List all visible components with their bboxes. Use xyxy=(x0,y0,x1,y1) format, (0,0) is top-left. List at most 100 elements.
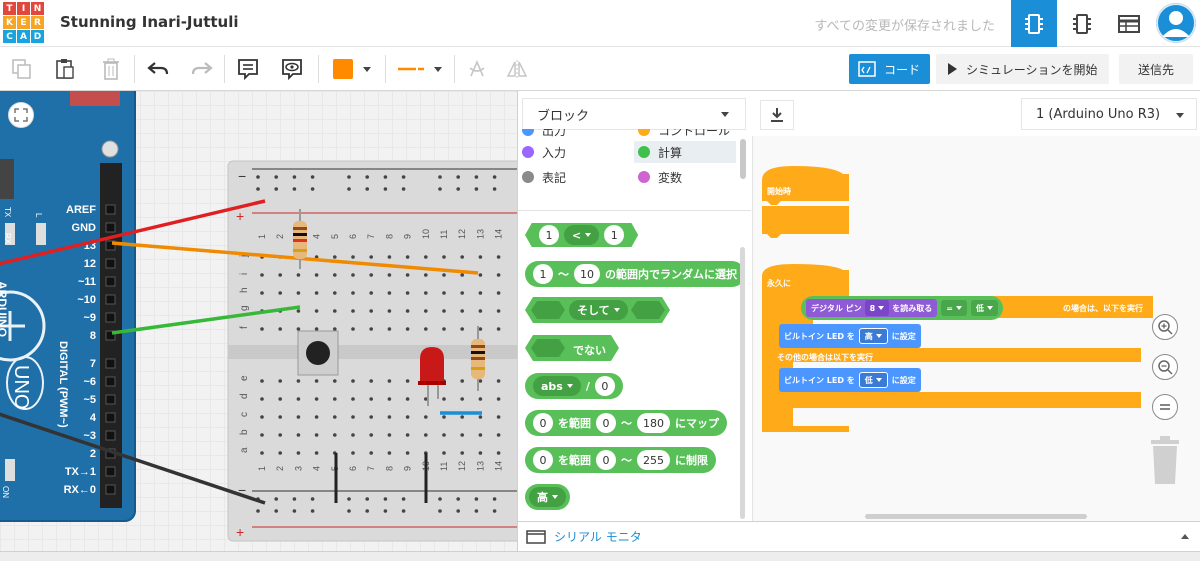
breadboard-holes[interactable] xyxy=(256,175,501,513)
breadboard-hole[interactable] xyxy=(478,415,483,419)
led-component[interactable] xyxy=(418,347,446,406)
breadboard-hole[interactable] xyxy=(260,379,264,383)
breadboard-hole[interactable] xyxy=(314,309,319,313)
breadboard-hole[interactable] xyxy=(478,309,483,313)
pushbutton-component[interactable] xyxy=(297,330,339,376)
download-code-button[interactable] xyxy=(760,100,794,130)
flip-button[interactable] xyxy=(503,53,531,85)
category-control[interactable]: コントロール xyxy=(634,129,730,141)
chevron-up-icon[interactable] xyxy=(1181,534,1189,539)
power-rail-hole[interactable] xyxy=(456,497,461,501)
user-avatar[interactable] xyxy=(1156,3,1196,43)
breadboard-hole[interactable] xyxy=(351,451,355,455)
breadboard-hole[interactable] xyxy=(296,327,301,331)
low-value-dropdown[interactable]: 低 xyxy=(970,300,998,316)
power-rail-hole[interactable] xyxy=(492,497,497,501)
not-block[interactable]: でない xyxy=(525,335,619,361)
power-rail-hole[interactable] xyxy=(274,497,279,501)
breadboard-hole[interactable] xyxy=(387,327,392,331)
resistor-component[interactable] xyxy=(293,209,307,269)
breadboard-hole[interactable] xyxy=(405,327,410,331)
breadboard-hole[interactable] xyxy=(333,273,337,277)
copy-button[interactable] xyxy=(7,53,37,85)
arduino-pin[interactable] xyxy=(105,258,116,269)
breadboard-hole[interactable] xyxy=(278,327,283,331)
category-input[interactable]: 入力 xyxy=(518,141,628,163)
random-block[interactable]: 1 〜 10 の範囲内でランダムに選択 xyxy=(525,261,745,287)
breadboard-hole[interactable] xyxy=(260,327,264,331)
breadboard-hole[interactable] xyxy=(369,273,374,277)
breadboard-hole[interactable] xyxy=(314,327,319,331)
breadboard-hole[interactable] xyxy=(369,379,374,383)
map-block[interactable]: 0 を範囲 0 〜 180 にマップ xyxy=(525,410,727,436)
breadboard-hole[interactable] xyxy=(369,309,374,313)
power-rail-hole[interactable] xyxy=(274,509,279,513)
breadboard-hole[interactable] xyxy=(460,273,465,277)
power-rail-hole[interactable] xyxy=(347,509,351,513)
breadboard-hole[interactable] xyxy=(478,291,483,295)
compare-operator-dropdown[interactable]: < xyxy=(564,225,600,245)
breadboard-hole[interactable] xyxy=(260,415,264,419)
builtin-led-high-block[interactable]: ビルトイン LED を 高 に設定 xyxy=(779,324,921,348)
arduino-pin[interactable] xyxy=(105,376,116,387)
power-rail-hole[interactable] xyxy=(292,187,297,191)
category-variables[interactable]: 変数 xyxy=(634,166,682,188)
breadboard-hole[interactable] xyxy=(405,291,410,295)
breadboard-hole[interactable] xyxy=(424,433,428,437)
breadboard-hole[interactable] xyxy=(296,397,301,401)
breadboard-hole[interactable] xyxy=(442,433,446,437)
breadboard-hole[interactable] xyxy=(405,397,410,401)
power-rail-hole[interactable] xyxy=(401,187,406,191)
power-rail-hole[interactable] xyxy=(310,509,315,513)
red-wire[interactable] xyxy=(0,199,266,266)
power-rail-hole[interactable] xyxy=(274,187,279,191)
breadboard-hole[interactable] xyxy=(296,291,301,295)
arduino-pin[interactable] xyxy=(105,276,116,287)
wire-type-picker[interactable] xyxy=(391,53,449,85)
breadboard-hole[interactable] xyxy=(314,415,319,419)
breadboard-hole[interactable] xyxy=(442,451,446,455)
breadboard-hole[interactable] xyxy=(333,291,337,295)
arduino-pin[interactable] xyxy=(105,222,116,233)
breadboard-hole[interactable] xyxy=(333,415,337,419)
breadboard-hole[interactable] xyxy=(260,397,264,401)
breadboard-hole[interactable] xyxy=(278,273,283,277)
category-notation[interactable]: 表記 xyxy=(518,166,566,188)
breadboard-hole[interactable] xyxy=(260,451,264,455)
and-block[interactable]: そして xyxy=(525,297,670,323)
component-list-button[interactable] xyxy=(1106,0,1152,47)
color-picker[interactable] xyxy=(326,53,378,85)
breadboard-hole[interactable] xyxy=(351,309,355,313)
breadboard-hole[interactable] xyxy=(424,327,428,331)
and-operator-dropdown[interactable]: そして xyxy=(569,300,628,320)
power-rail-hole[interactable] xyxy=(401,175,406,179)
breadboard-hole[interactable] xyxy=(387,415,392,419)
breadboard-hole[interactable] xyxy=(333,327,337,331)
power-rail-hole[interactable] xyxy=(401,509,406,513)
breadboard-hole[interactable] xyxy=(478,451,483,455)
breadboard-hole[interactable] xyxy=(460,397,465,401)
breadboard-hole[interactable] xyxy=(424,397,428,401)
breadboard-hole[interactable] xyxy=(278,397,283,401)
power-rail-hole[interactable] xyxy=(474,497,479,501)
breadboard-hole[interactable] xyxy=(460,327,465,331)
math-function-block[interactable]: abs / 0 xyxy=(525,373,623,399)
breadboard-hole[interactable] xyxy=(405,255,410,259)
delete-button[interactable] xyxy=(96,53,126,85)
code-mode-dropdown[interactable]: ブロック xyxy=(522,98,746,130)
breadboard-hole[interactable] xyxy=(405,451,410,455)
breadboard-hole[interactable] xyxy=(351,397,355,401)
breadboard-hole[interactable] xyxy=(333,397,337,401)
power-rail-hole[interactable] xyxy=(438,509,442,513)
redo-button[interactable] xyxy=(187,53,217,85)
breadboard-hole[interactable] xyxy=(278,415,283,419)
trash-can-icon[interactable] xyxy=(1148,436,1182,486)
breadboard-hole[interactable] xyxy=(314,291,319,295)
power-rail-hole[interactable] xyxy=(383,187,388,191)
arduino-pin[interactable] xyxy=(105,358,116,369)
breadboard-hole[interactable] xyxy=(478,433,483,437)
arduino-pin[interactable] xyxy=(105,294,116,305)
map-value-input[interactable]: 0 xyxy=(533,413,553,433)
breadboard-hole[interactable] xyxy=(387,273,392,277)
arduino-pin[interactable] xyxy=(105,430,116,441)
